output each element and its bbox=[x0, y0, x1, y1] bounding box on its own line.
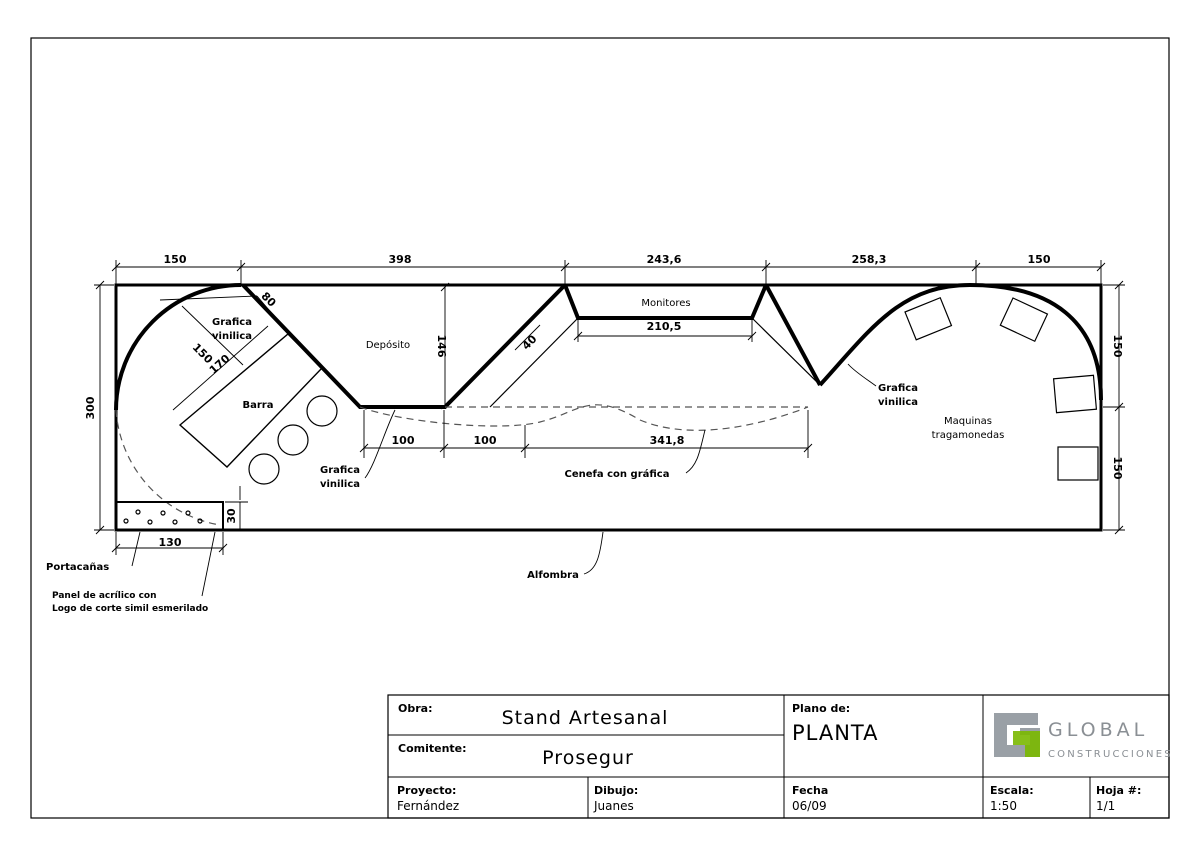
obra-value: Stand Artesanal bbox=[502, 707, 669, 729]
label-grafica-right: Grafica bbox=[878, 383, 918, 394]
slot-machine bbox=[999, 297, 1049, 343]
logo-accent-icon bbox=[1013, 731, 1040, 757]
logo-name: GLOBAL bbox=[1048, 719, 1148, 741]
leader-lines bbox=[131, 363, 877, 597]
plan-labels: Grafica vinilica Depósito Monitores Barr… bbox=[46, 298, 1004, 614]
slot-machine bbox=[1057, 446, 1099, 481]
label-deposito: Depósito bbox=[366, 339, 410, 351]
label-barra: Barra bbox=[243, 400, 274, 411]
label-monitores: Monitores bbox=[641, 298, 690, 309]
logo-subtitle: CONSTRUCCIONES bbox=[1048, 749, 1173, 760]
barra-counter bbox=[178, 333, 323, 468]
proyecto-value: Fernández bbox=[397, 799, 459, 813]
dim-top-4: 258,3 bbox=[852, 253, 887, 266]
title-block: Obra: Stand Artesanal Comitente: Prosegu… bbox=[387, 694, 1173, 819]
dim-deposito-depth: 146 bbox=[435, 335, 448, 358]
obra-label: Obra: bbox=[398, 702, 432, 715]
slot-machine bbox=[1052, 374, 1098, 414]
portacanas bbox=[115, 501, 224, 531]
label-maquinas: Maquinas bbox=[944, 416, 992, 427]
dim-portacanas-depth: 30 bbox=[225, 508, 238, 524]
dim-monitores-inner: 210,5 bbox=[647, 320, 682, 333]
label-cenefa: Cenefa con gráfica bbox=[565, 468, 670, 480]
dim-top-3: 243,6 bbox=[647, 253, 682, 266]
dim-slanted-depth: 40 bbox=[520, 332, 540, 352]
proyecto-label: Proyecto: bbox=[397, 784, 456, 797]
dim-top-1: 150 bbox=[164, 253, 187, 266]
right-diagonal-wall bbox=[764, 284, 822, 386]
bar-stool bbox=[306, 395, 338, 427]
label-vinilica-mid: vinilica bbox=[320, 479, 360, 490]
label-grafica-top: Grafica bbox=[212, 317, 252, 328]
left-curved-wall bbox=[114, 283, 242, 411]
bar-stool bbox=[248, 453, 280, 485]
label-alfombra: Alfombra bbox=[527, 570, 579, 581]
bar-stool bbox=[277, 424, 309, 456]
fecha-value: 06/09 bbox=[792, 799, 827, 813]
slot-machine bbox=[904, 296, 953, 341]
dim-cenefa-a: 100 bbox=[392, 434, 415, 447]
dimension-lines bbox=[94, 260, 1125, 555]
fecha-label: Fecha bbox=[792, 784, 828, 797]
label-tragamonedas: tragamonedas bbox=[932, 430, 1005, 441]
dim-portacanas-width: 130 bbox=[159, 536, 182, 549]
portacanas-holes bbox=[123, 509, 203, 525]
dim-cenefa-c: 341,8 bbox=[650, 434, 685, 447]
escala-label: Escala: bbox=[990, 784, 1034, 797]
escala-value: 1:50 bbox=[990, 799, 1017, 813]
label-grafica-mid: Grafica bbox=[320, 465, 360, 476]
hoja-value: 1/1 bbox=[1096, 799, 1115, 813]
right-slant-inner bbox=[751, 317, 821, 386]
cenefa-dashed-line bbox=[359, 404, 809, 431]
dim-right-lower: 150 bbox=[1111, 457, 1124, 480]
dim-top-2: 398 bbox=[389, 253, 412, 266]
deposito-wall bbox=[241, 283, 567, 409]
label-panel-1: Panel de acrílico con bbox=[52, 591, 157, 601]
comitente-value: Prosegur bbox=[542, 747, 634, 769]
label-vinilica-top: vinilica bbox=[212, 331, 252, 342]
sheet-border bbox=[30, 37, 1170, 819]
plano-label: Plano de: bbox=[792, 702, 850, 715]
hoja-label: Hoja #: bbox=[1096, 784, 1141, 797]
company-logo: GLOBAL CONSTRUCCIONES bbox=[994, 713, 1173, 760]
dibujo-label: Dibujo: bbox=[594, 784, 638, 797]
right-curved-wall bbox=[818, 282, 1103, 401]
dim-top-5: 150 bbox=[1028, 253, 1051, 266]
plano-value: PLANTA bbox=[792, 721, 878, 745]
dim-cenefa-b: 100 bbox=[474, 434, 497, 447]
deposito-right-inner bbox=[489, 317, 579, 408]
dim-left-height: 300 bbox=[84, 396, 97, 419]
comitente-label: Comitente: bbox=[398, 742, 467, 755]
floor-plan: 150 398 243,6 258,3 150 300 150 150 146 … bbox=[46, 253, 1125, 614]
label-panel-2: Logo de corte simil esmerilado bbox=[52, 604, 208, 614]
deposito-slant-inner bbox=[564, 284, 579, 319]
label-vinilica-right: vinilica bbox=[878, 397, 918, 408]
left-dashed-arc bbox=[115, 409, 221, 526]
dim-right-upper: 150 bbox=[1111, 335, 1124, 358]
dibujo-value: Juanes bbox=[593, 799, 634, 813]
label-portacanas: Portacañas bbox=[46, 562, 109, 573]
